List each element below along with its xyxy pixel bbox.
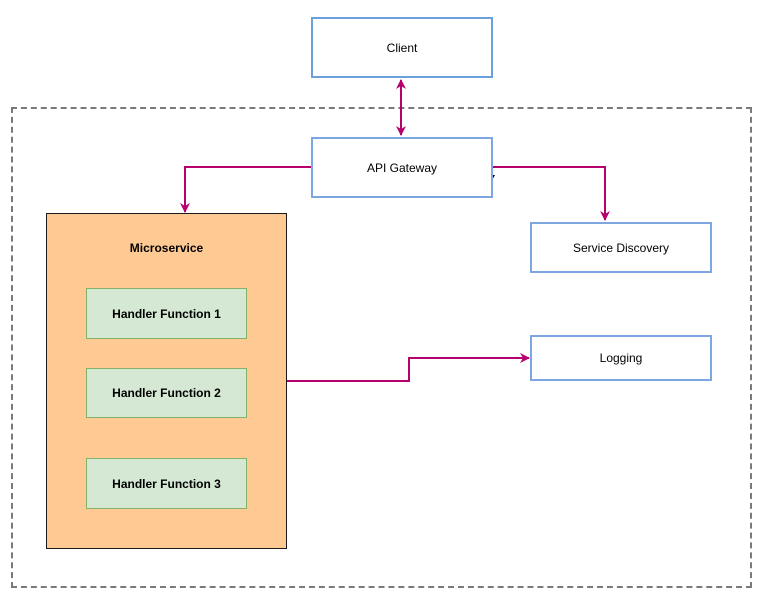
api-gateway-label: API Gateway — [366, 160, 438, 175]
handler-function-3: Handler Function 3 — [86, 458, 247, 509]
microservice-title: Microservice — [129, 241, 204, 255]
handler-function-3-label: Handler Function 3 — [112, 476, 221, 491]
handler-function-1-label: Handler Function 1 — [112, 306, 221, 321]
system-boundary — [11, 107, 752, 588]
edge-api-gateway-service-discovery — [492, 166, 610, 221]
service-discovery-label: Service Discovery — [572, 240, 670, 255]
client-label: Client — [386, 40, 418, 55]
logging-node: Logging — [530, 335, 712, 381]
service-discovery-node: Service Discovery — [530, 222, 712, 273]
edge-api-gateway-microservice — [180, 166, 311, 213]
logging-label: Logging — [599, 351, 643, 365]
api-gateway-node: API Gateway — [311, 137, 493, 198]
handler-function-1: Handler Function 1 — [86, 288, 247, 339]
client-node: Client — [311, 17, 493, 78]
edge-microservice-logging — [287, 353, 530, 382]
handler-function-2: Handler Function 2 — [86, 368, 247, 418]
handler-function-2-label: Handler Function 2 — [112, 386, 221, 400]
